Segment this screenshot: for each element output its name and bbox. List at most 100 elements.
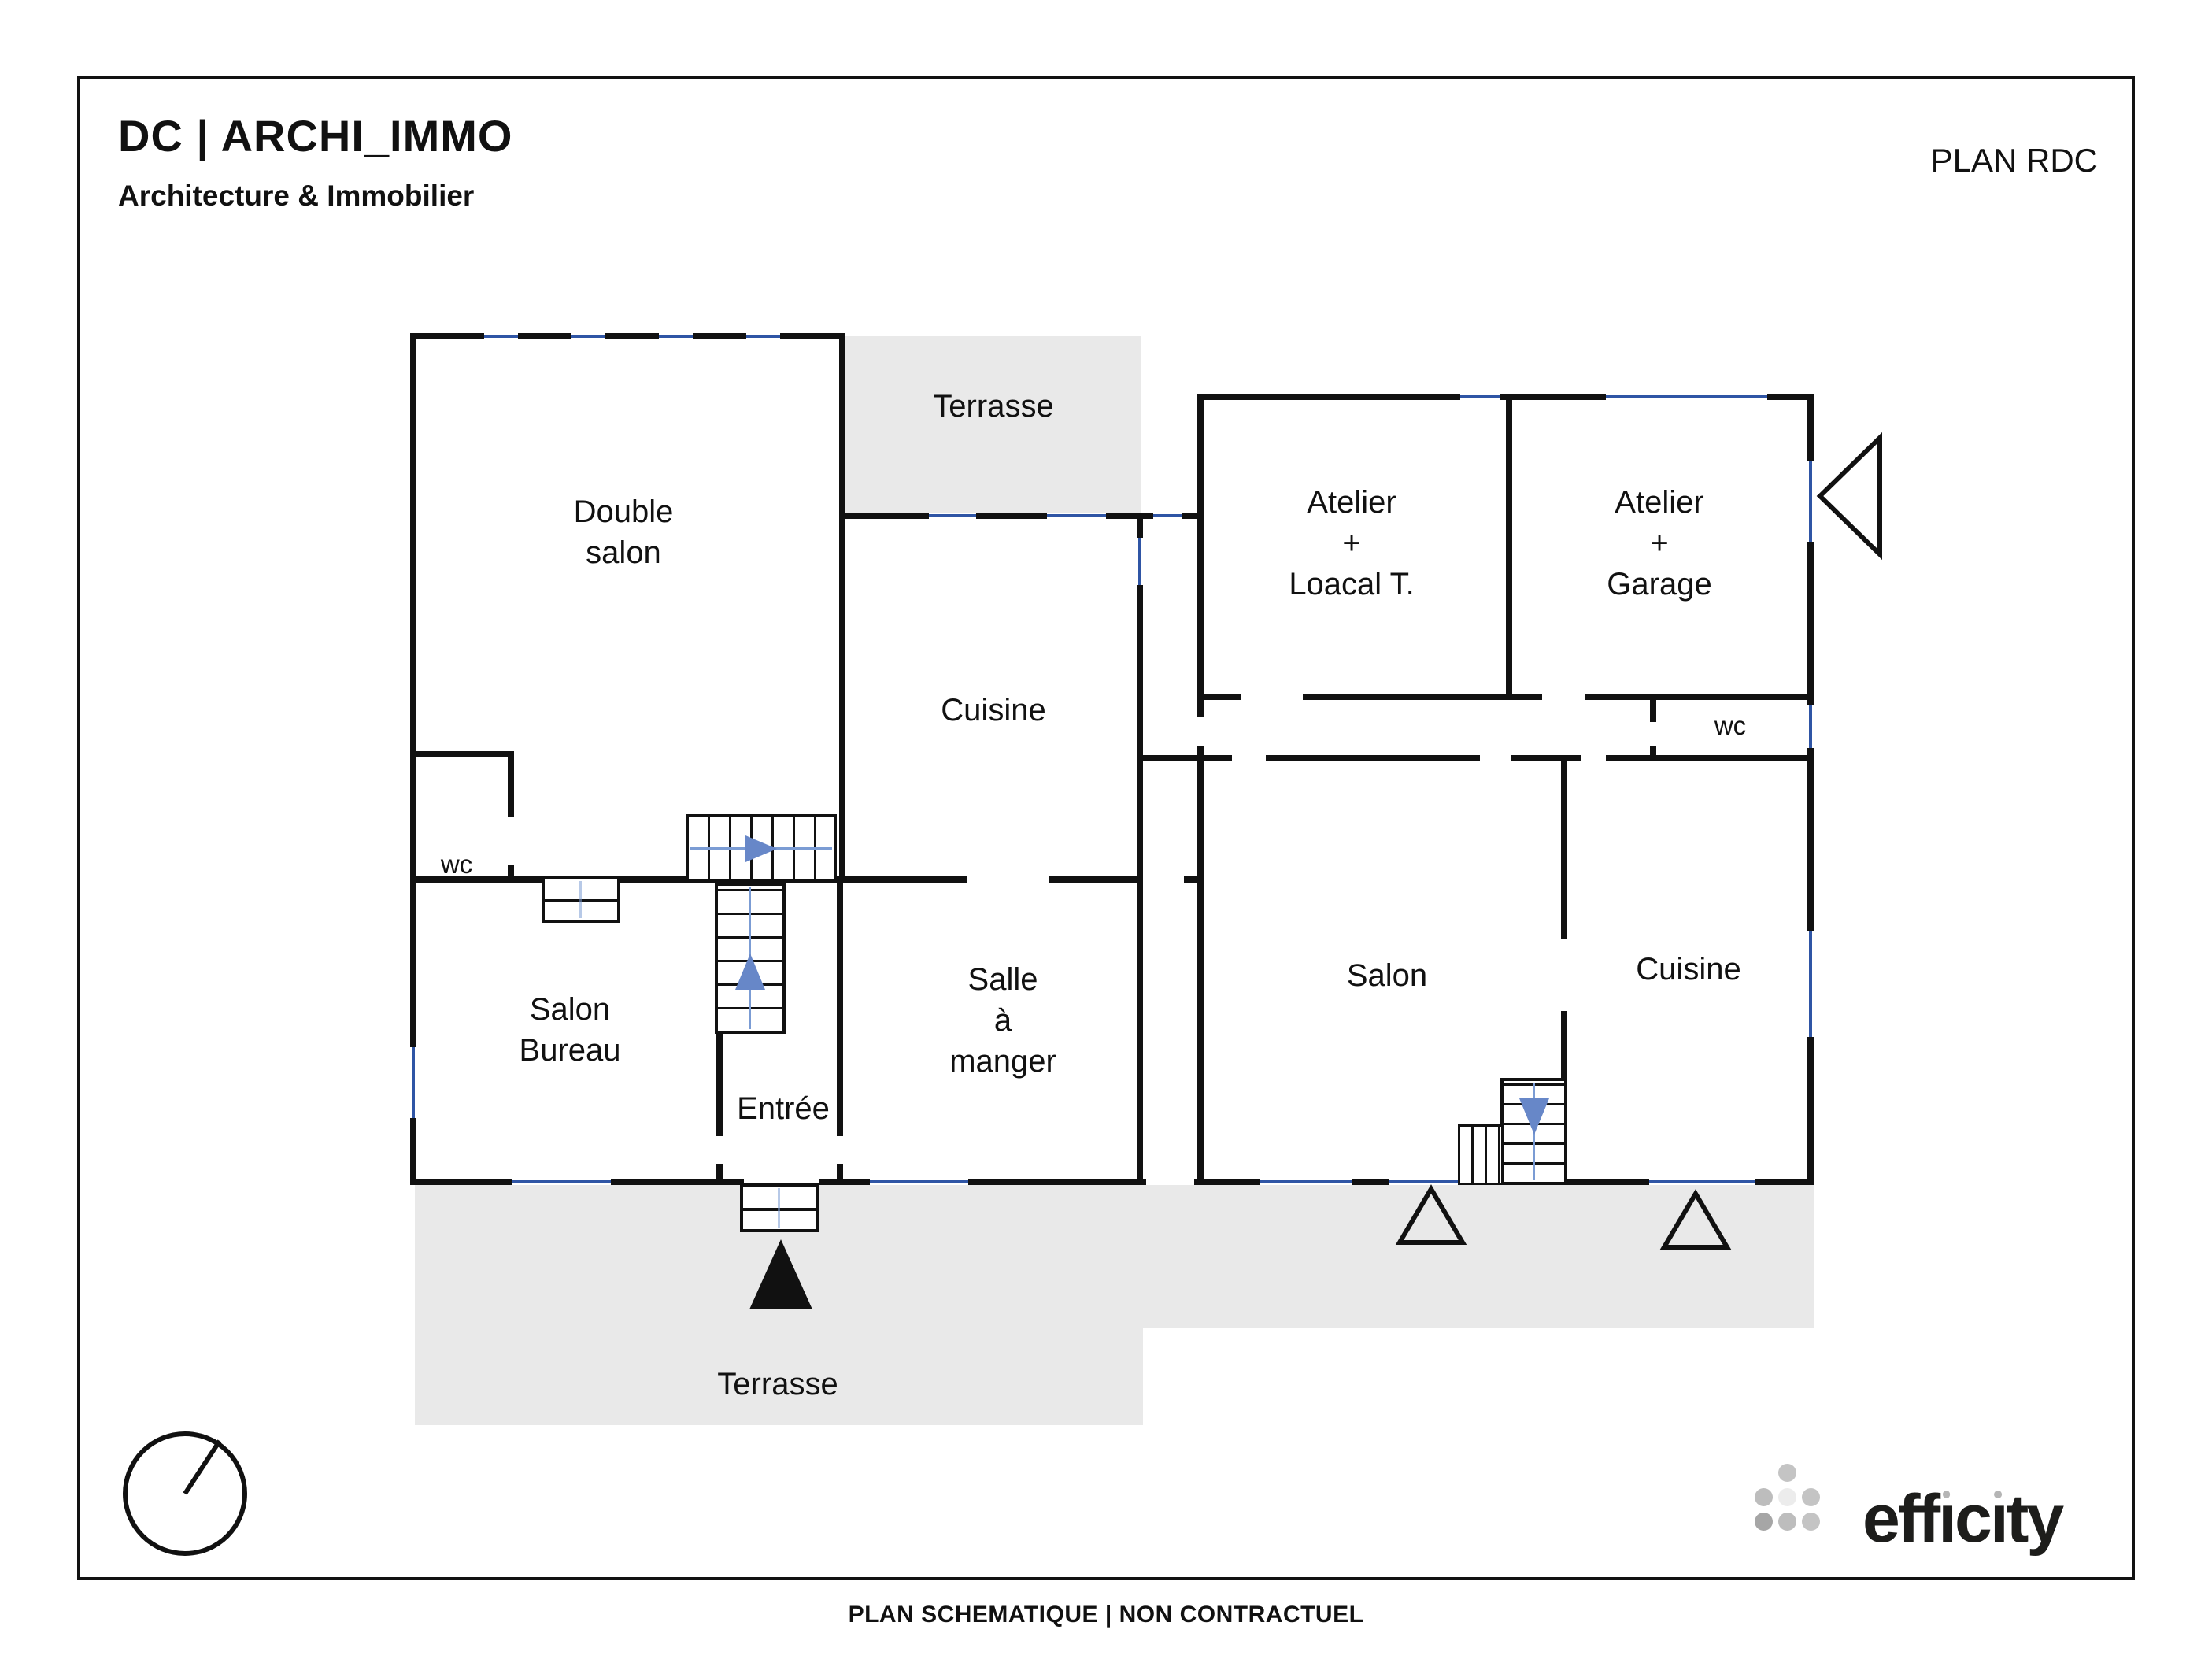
window-line [870, 1180, 968, 1183]
terrace-top-area [845, 336, 1141, 513]
wall-segment [1807, 748, 1814, 931]
step-mark [778, 1188, 780, 1228]
room-label-salon-right: Salon [1346, 958, 1428, 993]
window-line [1809, 705, 1812, 748]
logo-text: ty [2006, 1481, 2064, 1557]
window-line [1138, 538, 1141, 585]
wall-segment [1807, 394, 1814, 461]
wall-segment [1807, 542, 1814, 705]
efficity-wordmark: effıcıty [1862, 1480, 2064, 1558]
cupboard-window-sill [542, 876, 620, 923]
wall-segment [780, 333, 845, 339]
room-label-atelier-local: Atelier + Loacal T. [1289, 485, 1415, 602]
wall-segment [1650, 697, 1656, 722]
window-line [1809, 461, 1812, 542]
wall-segment [410, 1118, 416, 1185]
terrace-bottom-area [415, 1185, 1814, 1328]
wall-segment [1184, 876, 1204, 883]
wall-segment [410, 1179, 512, 1185]
wall-segment [716, 1164, 723, 1185]
logo-dot [1778, 1513, 1796, 1531]
staircase-right-building [1500, 1078, 1567, 1185]
wall-segment [611, 1179, 744, 1185]
sill-mark [579, 881, 582, 918]
wall-segment [508, 865, 514, 883]
room-label-cuisine-right: Cuisine [1636, 952, 1741, 987]
wall-segment [1585, 694, 1814, 700]
wall-segment [1137, 585, 1143, 1185]
wall-segment [1511, 755, 1581, 761]
wall-segment [1506, 397, 1512, 700]
stair-arrow-up-icon [735, 954, 765, 990]
compass-icon [123, 1431, 247, 1556]
wall-segment [508, 751, 514, 817]
wall-segment [410, 333, 484, 339]
room-label-double-salon: Double salon [573, 494, 674, 570]
wall-segment [1049, 876, 1143, 883]
wall-segment [605, 333, 659, 339]
logo-dot [1802, 1513, 1820, 1531]
wall-segment [716, 1031, 723, 1136]
page-border-frame [77, 76, 2135, 1580]
brand-subtitle: Architecture & Immobilier [118, 180, 475, 212]
footer-disclaimer: PLAN SCHEMATIQUE | NON CONTRACTUEL [848, 1602, 1364, 1628]
page-title: PLAN RDC [1930, 142, 2098, 179]
wall-segment [1194, 1179, 1260, 1185]
wall-segment [1807, 1037, 1814, 1185]
terrace-bottom-area-left [415, 1328, 1143, 1425]
entry-steps [740, 1183, 819, 1232]
wall-segment [410, 751, 514, 757]
wall-segment [1767, 394, 1814, 400]
logo-text: ı [1989, 1481, 2009, 1557]
logo-text: c [1955, 1481, 1992, 1557]
wall-segment [1606, 755, 1807, 761]
wall-segment [1650, 746, 1656, 758]
room-label-entree: Entrée [737, 1091, 830, 1126]
room-label-atelier-garage: Atelier + Garage [1607, 485, 1712, 602]
staircase-upper [686, 814, 837, 883]
window-line [512, 1180, 611, 1183]
logo-dot [1802, 1488, 1820, 1506]
wall-segment [839, 333, 845, 883]
window-line [1460, 395, 1814, 398]
room-label-wc-left: wc [440, 850, 473, 879]
room-label-wc-right: wc [1714, 711, 1747, 740]
wall-segment [1755, 1179, 1814, 1185]
wall-segment [1266, 755, 1480, 761]
wall-segment [1182, 513, 1199, 519]
wall-segment [837, 883, 843, 1136]
stair-arrow-right-icon [745, 835, 777, 862]
room-label-salle-a-manger: Salle à manger [949, 962, 1056, 1079]
wall-segment [1197, 746, 1204, 1185]
wall-segment [410, 333, 416, 1047]
wall-segment [1197, 394, 1204, 717]
logo-text: ı [1938, 1481, 1957, 1557]
logo-text: eff [1862, 1481, 1940, 1557]
staircase-entry [715, 883, 786, 1034]
wall-segment [1561, 758, 1567, 939]
room-label-terrasse-bottom: Terrasse [717, 1367, 838, 1402]
efficity-logo [1755, 1449, 2125, 1575]
wall-segment [839, 513, 929, 519]
logo-dot [1778, 1488, 1796, 1506]
wall-segment [1500, 394, 1606, 400]
wall-segment [693, 333, 746, 339]
wall-segment [1106, 513, 1153, 519]
wall-segment [1197, 394, 1460, 400]
wall-segment [1137, 513, 1143, 538]
logo-dot [1755, 1488, 1773, 1506]
room-label-cuisine-left: Cuisine [941, 693, 1046, 728]
wall-segment [518, 333, 571, 339]
side-door-marker-icon [1816, 431, 1882, 561]
logo-dot [1755, 1513, 1773, 1531]
wall-segment [1197, 694, 1241, 700]
wall-segment [1137, 755, 1232, 761]
brand-title: DC | ARCHI_IMMO [118, 111, 513, 161]
room-label-salon-bureau: Salon Bureau [519, 992, 621, 1068]
wall-segment [976, 513, 1047, 519]
wall-segment [837, 1164, 843, 1185]
wall-segment [1352, 1179, 1389, 1185]
wall-segment [1303, 694, 1542, 700]
room-label-terrasse-top: Terrasse [933, 389, 1054, 424]
window-line [412, 1047, 415, 1118]
